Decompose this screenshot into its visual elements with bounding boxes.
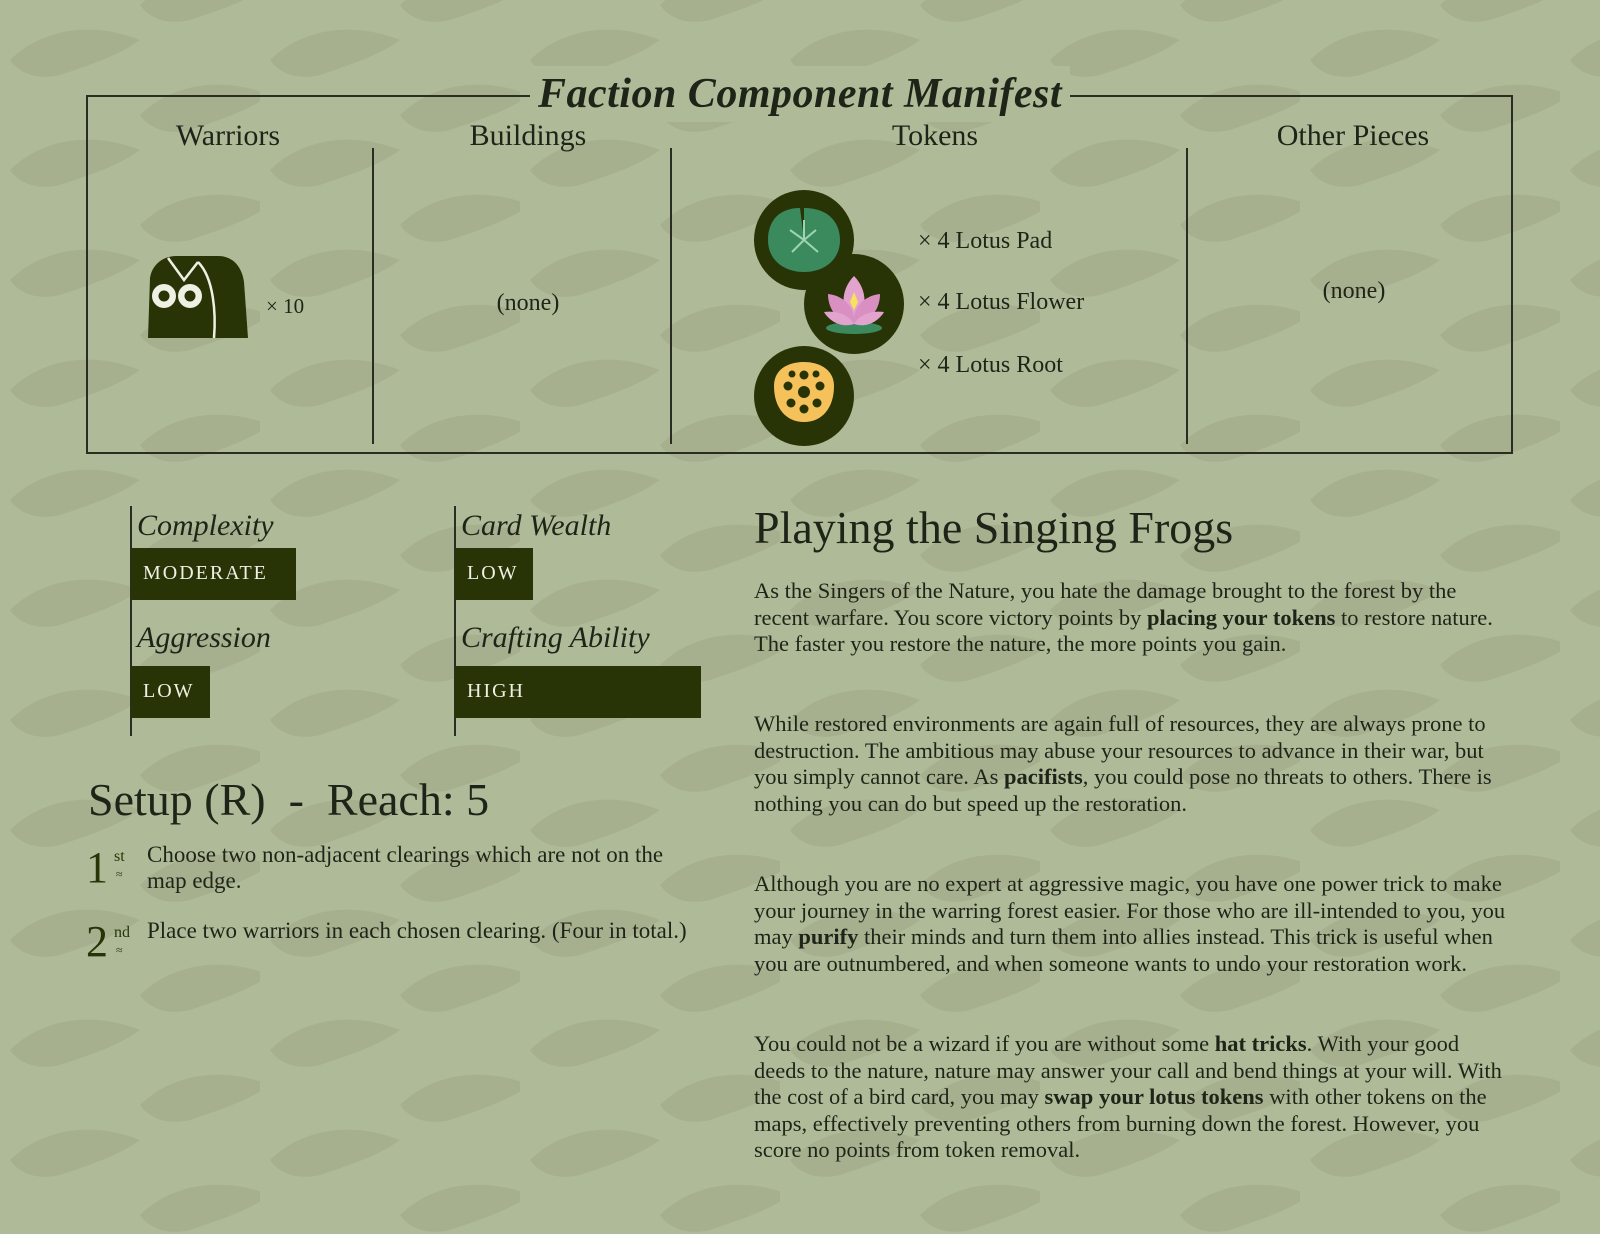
aggression-value: LOW: [131, 666, 210, 718]
emphasis-text: pacifists: [1003, 764, 1083, 789]
paragraph-1: As the Singers of the Nature, you hate t…: [754, 578, 1514, 658]
step-2-suffix: nd: [114, 924, 130, 941]
buildings-none: (none): [496, 290, 560, 316]
column-divider: [372, 148, 374, 444]
frog-warrior-icon: [148, 256, 248, 339]
step-1-number: 1: [86, 843, 108, 892]
paragraph-text: While restored environments are again fu…: [754, 711, 1486, 789]
token-label-lotus-flower: × 4 Lotus Flower: [918, 289, 1085, 315]
complexity-value: MODERATE: [131, 548, 296, 600]
crafting-ability-value: HIGH: [455, 666, 701, 718]
stats-right-bar: [454, 506, 456, 736]
buildings-heading: Buildings: [469, 119, 587, 152]
crafting-ability-label: Crafting Ability: [461, 621, 650, 654]
paragraph-text: . With your good deeds to the nature, na…: [754, 1031, 1502, 1109]
paragraph-text: with other tokens on the maps, effective…: [754, 1084, 1487, 1162]
emphasis-text: placing your tokens: [1147, 604, 1336, 630]
emphasis-text: swap your lotus tokens: [1044, 1084, 1264, 1109]
token-label-lotus-root: × 4 Lotus Root: [918, 352, 1063, 378]
manifest-title: Faction Component Manifest: [530, 66, 1070, 122]
paragraph-2: While restored environments are again fu…: [754, 711, 1514, 817]
lotus-root-icon: [754, 346, 854, 446]
paragraph-text: their minds and turn them into allies in…: [754, 924, 1493, 976]
emphasis-text: purify: [798, 924, 859, 949]
paragraph-text: Although you are no expert at aggressive…: [754, 871, 1506, 949]
paragraph-text: , you could pose no threats to others. T…: [754, 764, 1492, 816]
flourish-icon: ≈: [116, 943, 123, 957]
warrior-count: × 10: [266, 294, 305, 318]
complexity-label: Complexity: [137, 509, 274, 542]
step-2-text: Place two warriors in each chosen cleari…: [147, 918, 687, 943]
token-label-lotus-pad: × 4 Lotus Pad: [918, 228, 1053, 254]
paragraph-text: As the Singers of the Nature, you hate t…: [754, 578, 1457, 630]
paragraph-text: You could not be a wizard if you are wit…: [754, 1031, 1215, 1056]
paragraph-text: to restore nature. The faster you restor…: [754, 604, 1493, 657]
flourish-icon: ≈: [116, 867, 123, 881]
card-wealth-value: LOW: [455, 548, 533, 600]
step-2-number: 2: [86, 917, 108, 966]
stats-left-bar: [130, 506, 132, 736]
column-divider: [1186, 148, 1188, 444]
card-wealth-label: Card Wealth: [461, 509, 612, 542]
warriors-heading: Warriors: [175, 119, 281, 152]
setup-title: Setup (R) - Reach: 5: [88, 774, 490, 825]
emphasis-text: hat tricks: [1214, 1031, 1307, 1056]
paragraph-4: You could not be a wizard if you are wit…: [754, 1031, 1514, 1164]
column-divider: [670, 148, 672, 444]
other-pieces-heading: Other Pieces: [1276, 119, 1430, 152]
aggression-label: Aggression: [137, 621, 271, 654]
paragraph-3: Although you are no expert at aggressive…: [754, 871, 1514, 977]
step-1-text: Choose two non-adjacent clearings which …: [147, 842, 664, 893]
other-pieces-none: (none): [1322, 278, 1386, 304]
step-1-suffix: st: [114, 848, 125, 865]
tokens-heading: Tokens: [891, 119, 979, 152]
playing-title: Playing the Singing Frogs: [754, 502, 1234, 553]
lotus-pad-icon: [754, 190, 854, 290]
lotus-tokens-icon-group: [754, 190, 904, 446]
